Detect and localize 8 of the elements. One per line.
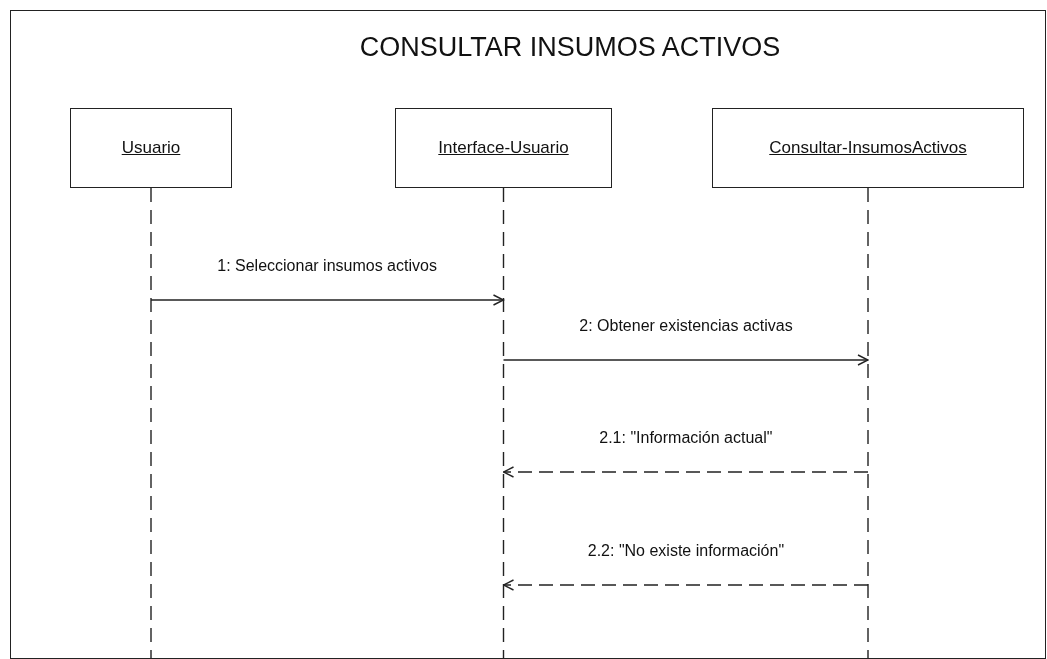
object-name: Interface-Usuario	[438, 138, 569, 158]
message-arrow	[150, 294, 505, 306]
message-arrow	[502, 354, 869, 366]
diagram-title: CONSULTAR INSUMOS ACTIVOS	[358, 32, 782, 63]
return-message-arrow	[502, 466, 869, 478]
object-name: Usuario	[121, 138, 181, 158]
object-name: Consultar-InsumosActivos	[769, 138, 967, 158]
return-message-arrow	[502, 579, 869, 591]
